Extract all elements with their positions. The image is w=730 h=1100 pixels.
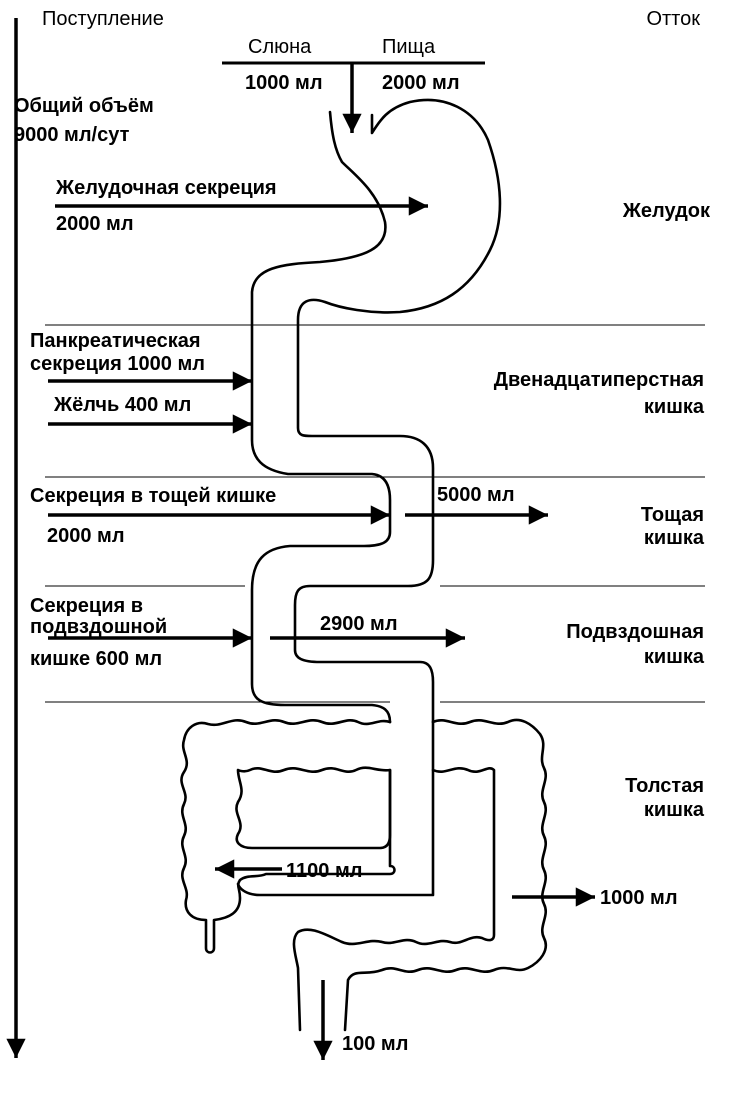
- stomach-greater-curvature: [293, 98, 502, 724]
- outflow-header: Отток: [646, 8, 700, 30]
- stomach-label: Желудок: [622, 200, 711, 222]
- ileum-label-line1: Подвздошная: [566, 621, 704, 643]
- ileum-absorption-volume: 2900 мл: [320, 613, 398, 635]
- esophagus-stomach-outline: [250, 110, 392, 724]
- colon-absorption-volume: 1000 мл: [600, 887, 678, 909]
- colon-outer-outline: [343, 718, 548, 1032]
- colon-label-line1: Толстая: [625, 775, 704, 797]
- jejunal-secretion-label: Секреция в тощей кишке: [30, 485, 276, 507]
- colon-transit-volume: 1100 мл: [286, 860, 362, 882]
- saliva-label: Слюна: [248, 36, 312, 58]
- gastric-secretion-label: Желудочная секреция: [55, 177, 277, 199]
- food-label: Пища: [382, 36, 436, 58]
- colon-inner-outline: [235, 766, 392, 850]
- pancreatic-label-line1: Панкреатическая: [30, 330, 201, 352]
- excretion-volume: 100 мл: [342, 1033, 408, 1055]
- bile-label: Жёлчь 400 мл: [53, 394, 191, 416]
- colon-outline: [180, 719, 396, 954]
- jejunum-label-line1: Тощая: [641, 504, 704, 526]
- duodenum-label-line2: кишка: [644, 396, 705, 418]
- saliva-volume: 1000 мл: [245, 72, 323, 94]
- food-volume: 2000 мл: [382, 72, 460, 94]
- total-volume-line2: 9000 мл/сут: [14, 124, 130, 146]
- ileal-secretion-line2: подвздошной: [30, 616, 167, 638]
- jejunum-label-line2: кишка: [644, 527, 705, 549]
- intake-header: Поступление: [42, 8, 164, 30]
- jejunal-secretion-volume: 2000 мл: [47, 525, 125, 547]
- colon-label-line2: кишка: [644, 799, 705, 821]
- colon-inner-descending-line: [236, 768, 435, 897]
- duodenum-label-line1: Двенадцатиперстная: [494, 369, 704, 391]
- ileum-label-line2: кишка: [644, 646, 705, 668]
- ileal-secretion-line3: кишке 600 мл: [30, 648, 162, 670]
- ileal-secretion-line1: Секреция в: [30, 595, 143, 617]
- colon-descending-inner: [292, 720, 496, 1032]
- gastric-secretion-volume: 2000 мл: [56, 213, 134, 235]
- jejunum-absorption-volume: 5000 мл: [437, 484, 515, 506]
- total-volume-line1: Общий объём: [14, 95, 154, 117]
- pancreatic-label-line2: секреция 1000 мл: [30, 353, 205, 375]
